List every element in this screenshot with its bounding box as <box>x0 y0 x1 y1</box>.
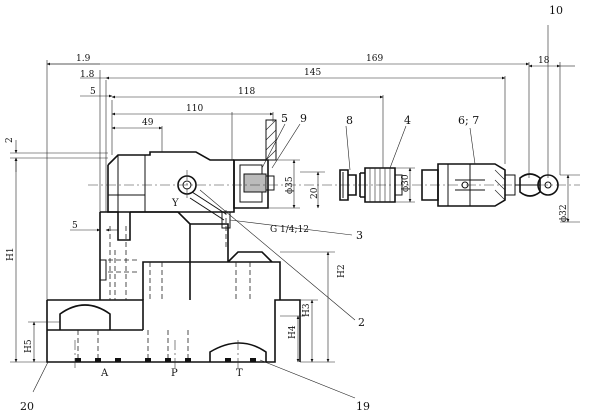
dim-110: 110 <box>186 104 203 114</box>
dim-h2: H2 <box>337 264 347 278</box>
balloon-4: 4 <box>404 114 411 127</box>
dim-18-top: 18 <box>538 56 550 66</box>
part-6-7-lock-body <box>421 163 516 207</box>
balloon-9: 9 <box>300 112 307 125</box>
port-a-label: A <box>100 368 109 379</box>
balloon-8: 8 <box>346 114 353 127</box>
leader-lines <box>32 25 549 399</box>
port-t-label: T <box>236 368 243 379</box>
dim-20: 20 <box>310 187 320 199</box>
balloon-3: 3 <box>356 229 363 242</box>
balloon-6-7: 6; 7 <box>458 114 479 127</box>
dim-118: 118 <box>238 87 255 97</box>
center-lines <box>74 170 580 370</box>
dim-h5: H5 <box>24 339 34 353</box>
dim-h1: H1 <box>6 247 16 261</box>
thread-spec-label: G 1/4;12 <box>270 225 309 235</box>
dim-2: 2 <box>5 137 15 143</box>
balloon-5: 5 <box>281 112 288 125</box>
part-4-knob <box>359 167 403 203</box>
dim-5-left: 5 <box>72 221 78 231</box>
dim-h3: H3 <box>302 303 312 317</box>
balloon-2: 2 <box>358 316 365 329</box>
dim-phi32: ϕ32 <box>559 204 569 222</box>
dim-145: 145 <box>304 68 321 78</box>
dim-5-top: 5 <box>90 87 96 97</box>
dimension-lines <box>10 60 580 363</box>
dim-1-9: 1.9 <box>76 54 91 64</box>
balloon-10: 10 <box>549 4 563 17</box>
dim-phi30: ϕ30 <box>401 174 411 192</box>
dim-169: 169 <box>366 54 383 64</box>
dim-1-8: 1.8 <box>80 70 95 80</box>
port-y-label: Y <box>171 198 179 209</box>
dim-h4: H4 <box>288 325 298 339</box>
port-p-label: P <box>171 368 178 379</box>
balloon-20: 20 <box>20 400 34 413</box>
valve-body <box>46 119 301 363</box>
part-8-seal <box>339 169 357 201</box>
balloon-19: 19 <box>356 400 370 413</box>
dim-phi35: ϕ35 <box>285 176 295 194</box>
dim-49: 49 <box>142 118 154 128</box>
